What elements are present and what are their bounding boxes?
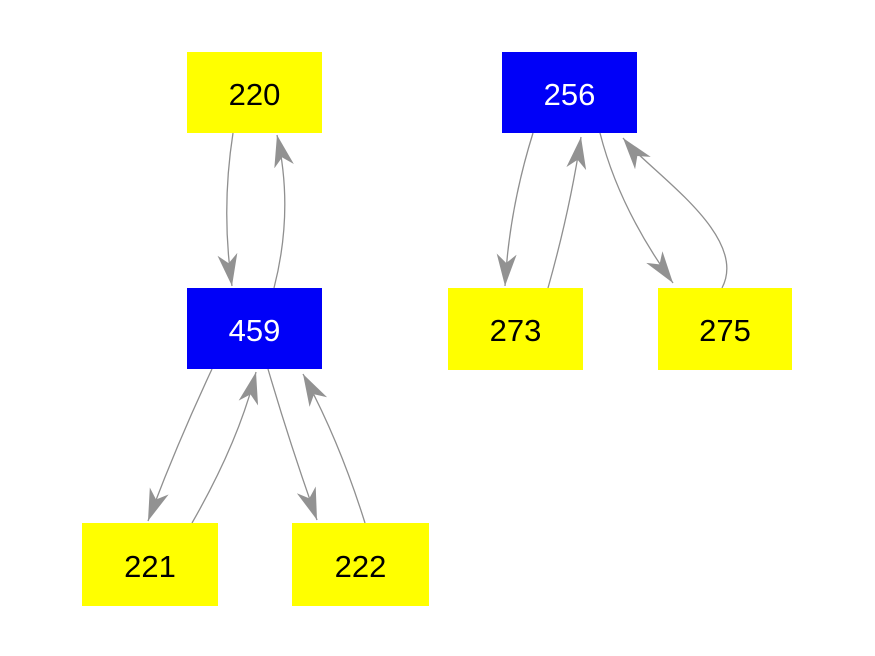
node-label: 222 [334,548,387,584]
node-222[interactable]: 222 [292,523,429,606]
node-label: 459 [228,312,281,348]
node-label: 220 [228,76,281,112]
node-label: 221 [124,548,176,584]
node-221[interactable]: 221 [82,523,218,606]
edge-275-to-256 [622,137,728,289]
edge-459-to-220 [273,134,294,289]
edge-221-to-459 [191,371,259,524]
node-256[interactable]: 256 [502,52,637,133]
edge-459-to-221 [147,368,213,522]
edge-220-to-459 [217,132,238,287]
edge-273-to-256 [547,136,587,289]
edge-256-to-273 [496,132,534,287]
node-label: 273 [489,313,542,348]
node-220[interactable]: 220 [187,52,322,133]
node-273[interactable]: 273 [448,288,583,370]
edge-459-to-222 [267,368,318,521]
edge-222-to-459 [302,373,366,524]
node-459[interactable]: 459 [187,288,322,369]
node-275[interactable]: 275 [658,288,792,370]
edge-256-to-275 [599,132,674,284]
node-label: 275 [699,313,751,348]
node-label: 256 [543,76,596,112]
